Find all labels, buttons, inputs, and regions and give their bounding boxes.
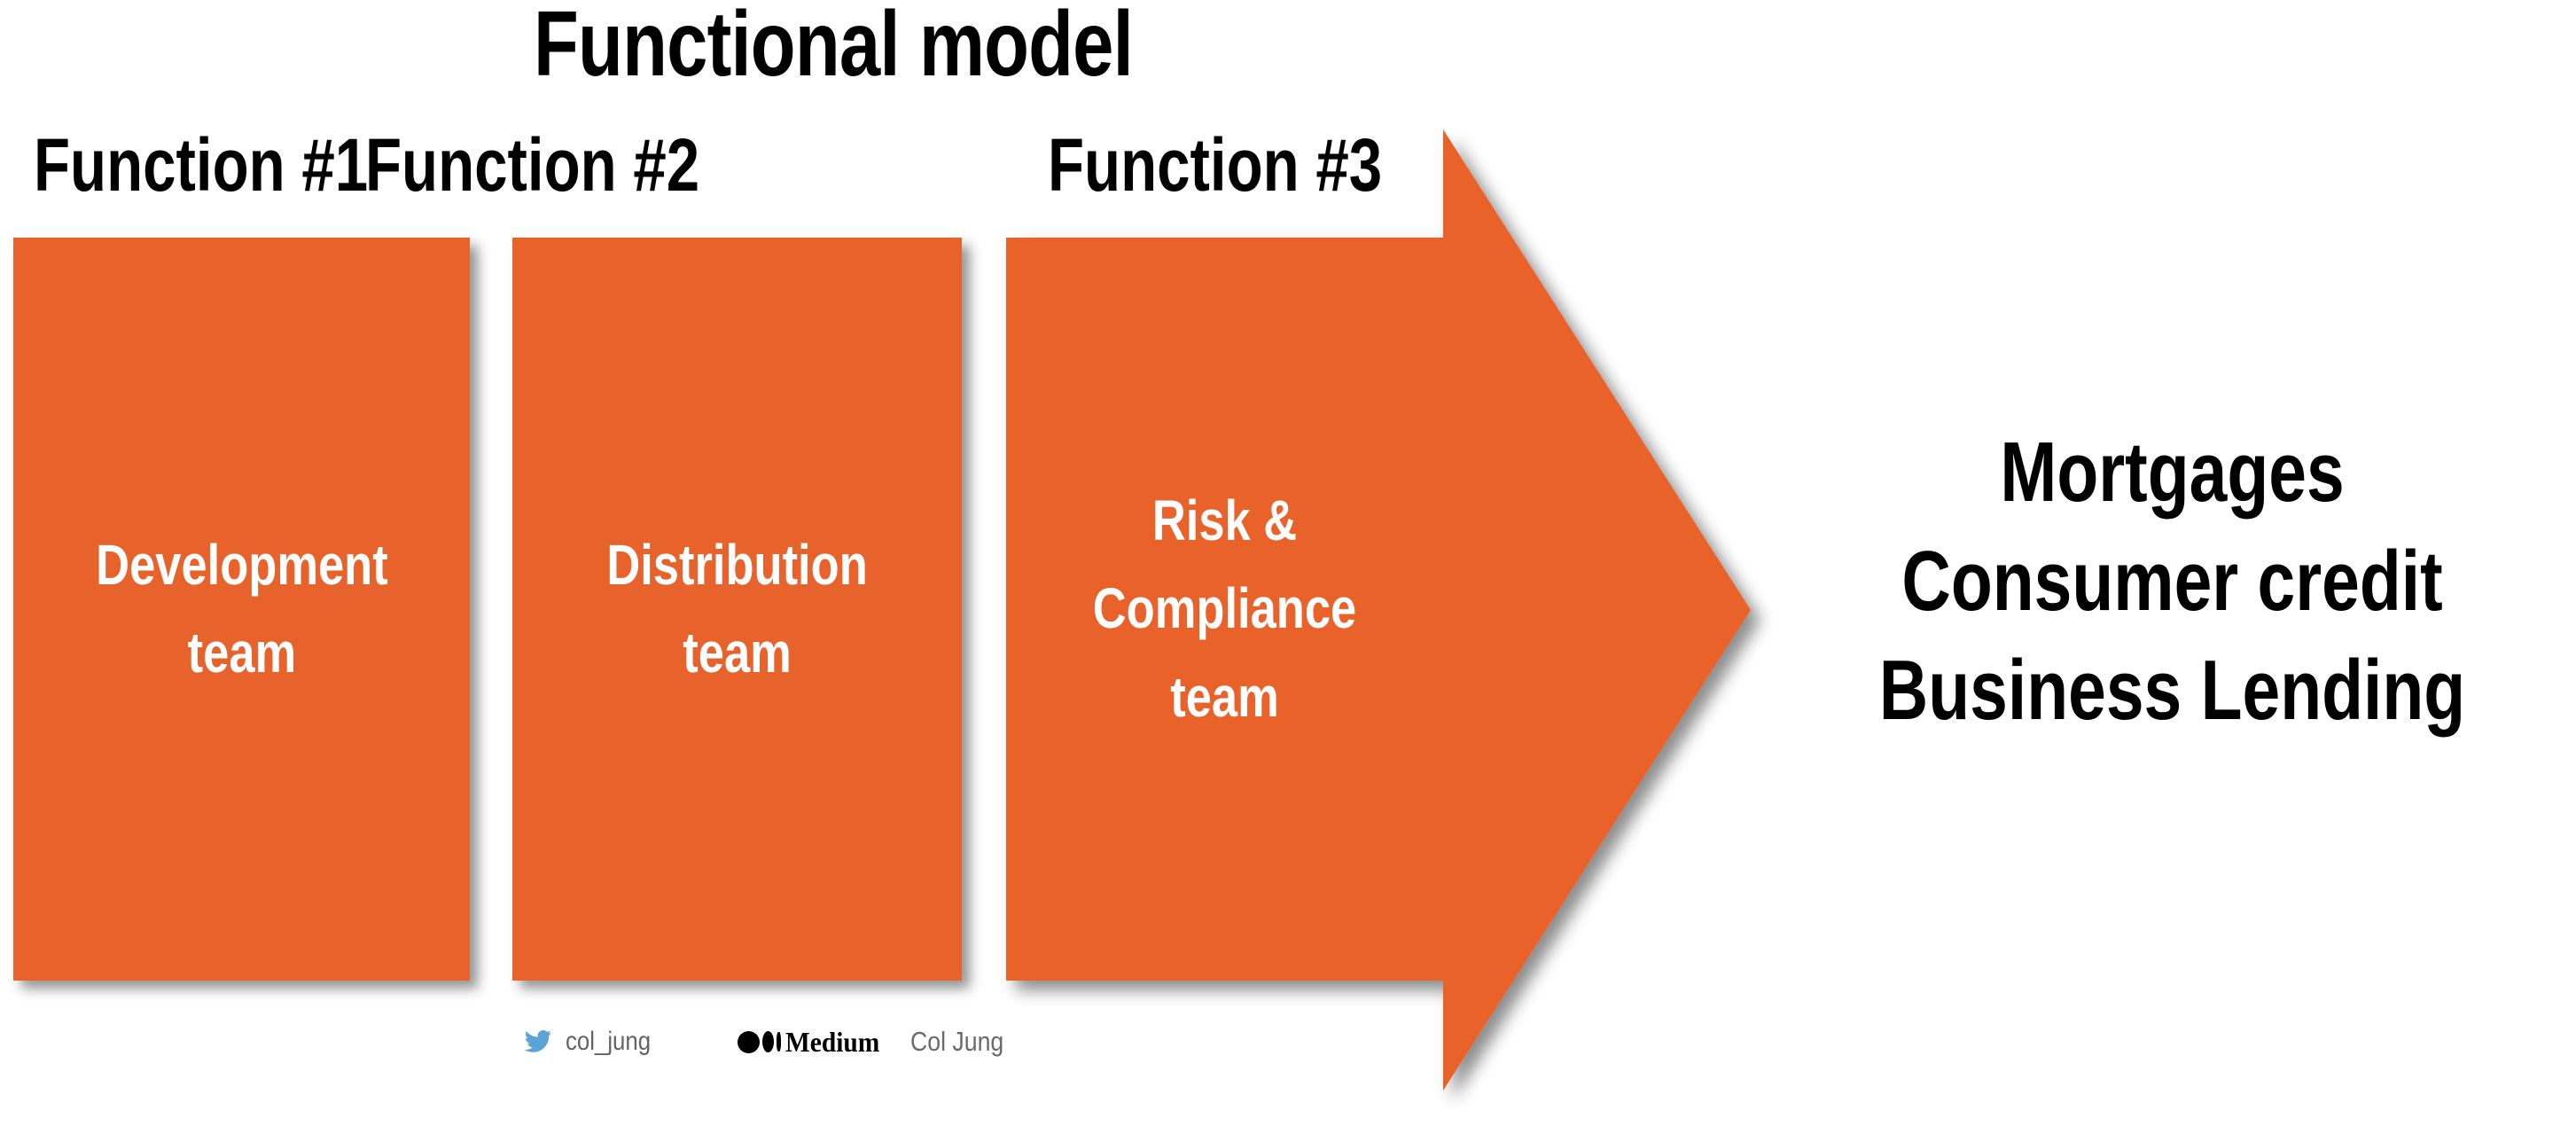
function-team-label-2: Distribution team [606, 532, 868, 684]
function-label-1: Function #1 [34, 123, 369, 207]
function-label-3: Function #3 [1048, 123, 1383, 207]
medium-attribution: Medium Col Jung [737, 1025, 1019, 1059]
medium-dot-small [776, 1032, 781, 1052]
medium-wordmark: Medium [785, 1025, 880, 1058]
outcome-item-1: Mortgages [2000, 425, 2345, 520]
function-team-label-1: Development team [95, 532, 388, 684]
outcomes-list: Mortgages Consumer credit Business Lendi… [1849, 418, 2495, 746]
twitter-handle-label: col_jung [566, 1027, 652, 1056]
twitter-bird-icon [524, 1030, 552, 1052]
page-title: Functional model [534, 0, 1134, 96]
function-team-label-3: Risk & Compliance team [1092, 489, 1357, 729]
medium-dot-large [737, 1030, 760, 1053]
function-box-1: Development team [13, 238, 470, 981]
outcome-item-2: Consumer credit [1901, 533, 2443, 629]
medium-dot-medium [761, 1031, 774, 1052]
function-box-3-arrow: Risk & Compliance team [1006, 129, 1755, 1096]
medium-handle-label: Col Jung [910, 1026, 1004, 1057]
medium-logo-icon [737, 1030, 781, 1053]
outcome-item-3: Business Lending [1878, 642, 2466, 738]
arrow-shape-icon [1006, 129, 1751, 1091]
function-box-2: Distribution team [512, 238, 962, 981]
function-label-2: Function #2 [365, 123, 700, 207]
watermark: col_jung Medium Col Jung [521, 1021, 1019, 1062]
